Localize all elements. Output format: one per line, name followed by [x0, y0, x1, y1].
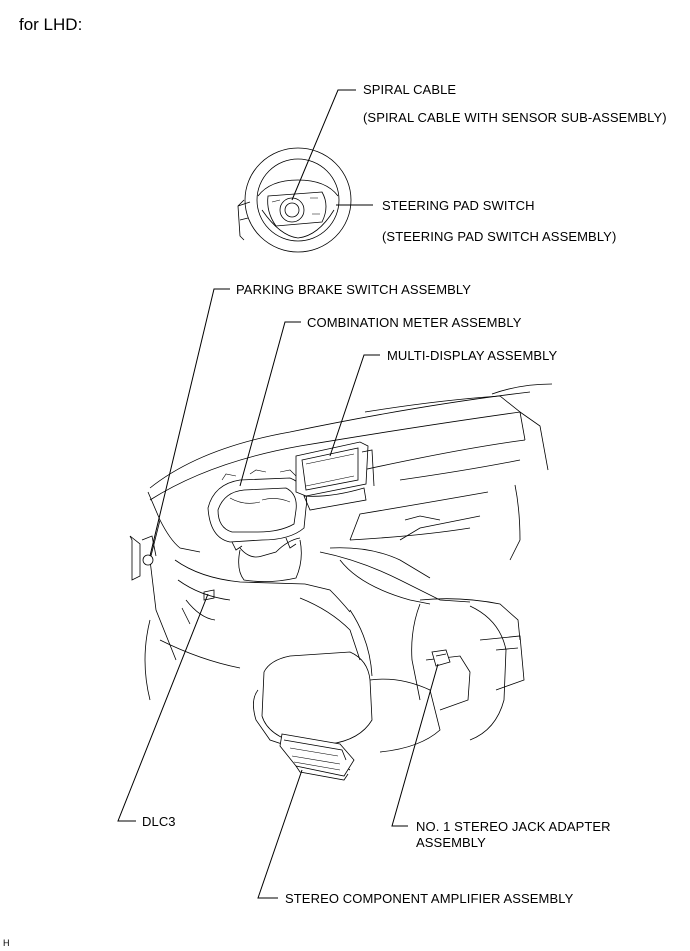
- seat-drawing: [253, 609, 441, 781]
- leader-lines: [117, 89, 439, 899]
- label-steering-pad-switch-sub: (STEERING PAD SWITCH ASSEMBLY): [382, 229, 617, 244]
- leader-stereo-amplifier: [257, 769, 303, 899]
- label-stereo-jack-line2: ASSEMBLY: [416, 835, 486, 850]
- label-steering-pad-switch: STEERING PAD SWITCH: [382, 198, 535, 213]
- center-console-drawing: [299, 547, 525, 741]
- label-dlc3: DLC3: [142, 814, 176, 829]
- label-spiral-cable-sub: (SPIRAL CABLE WITH SENSOR SUB-ASSEMBLY): [363, 110, 667, 125]
- leader-stereo-jack: [391, 663, 439, 827]
- leader-combination-meter: [239, 321, 301, 487]
- diagram-header: for LHD:: [19, 15, 83, 34]
- steering-wheel-drawing: [237, 147, 352, 253]
- multi-display-drawing: [295, 441, 375, 511]
- label-stereo-jack-line1: NO. 1 STEREO JACK ADAPTER: [416, 819, 611, 834]
- label-parking-brake-switch: PARKING BRAKE SWITCH ASSEMBLY: [236, 282, 472, 297]
- leader-spiral-cable: [291, 89, 356, 201]
- label-spiral-cable: SPIRAL CABLE: [363, 82, 457, 97]
- label-combination-meter: COMBINATION METER ASSEMBLY: [307, 315, 522, 330]
- illustration-code: H: [3, 938, 10, 948]
- combination-meter-drawing: [207, 469, 308, 582]
- label-multi-display: MULTI-DISPLAY ASSEMBLY: [387, 348, 558, 363]
- leader-parking-brake-switch: [149, 288, 230, 557]
- leader-dlc3: [117, 593, 209, 822]
- label-stereo-amplifier: STEREO COMPONENT AMPLIFIER ASSEMBLY: [285, 891, 574, 906]
- leader-multi-display: [329, 354, 380, 457]
